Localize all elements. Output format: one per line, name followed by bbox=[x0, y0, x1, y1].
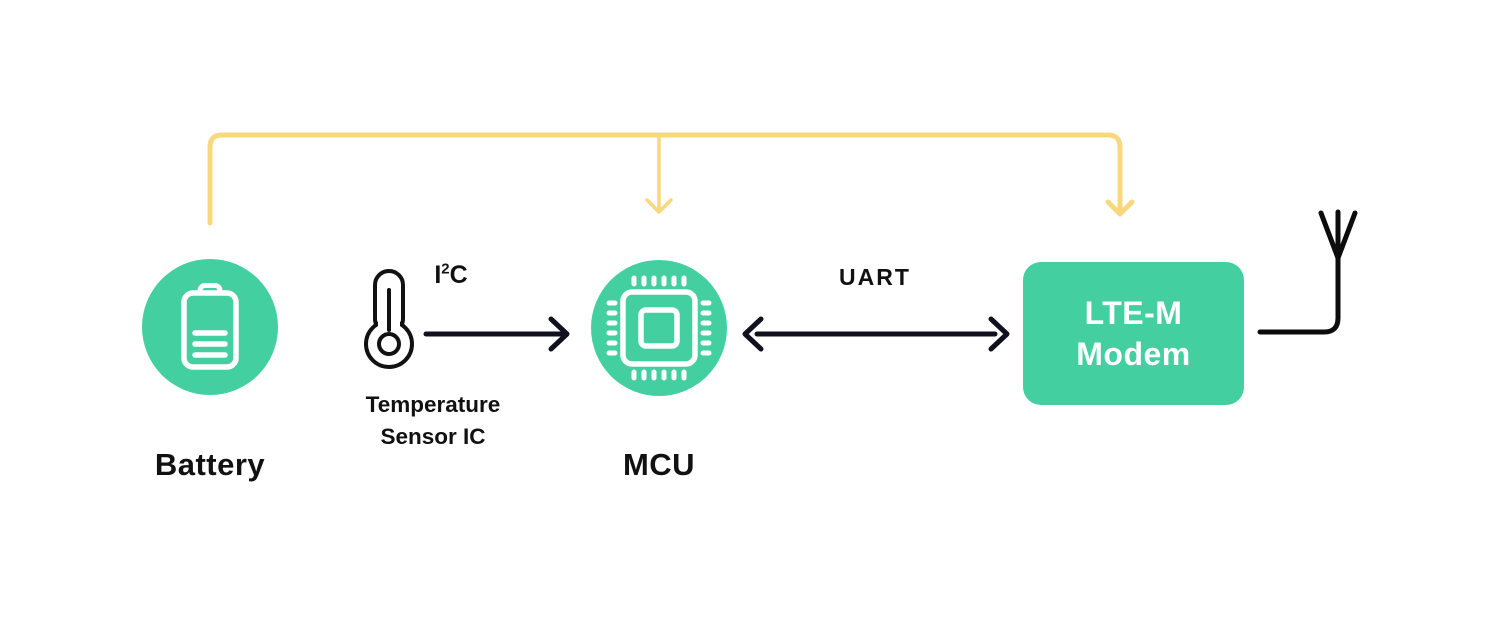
battery-label: Battery bbox=[154, 447, 266, 482]
battery-body bbox=[181, 290, 239, 370]
modem-label-line2: Modem bbox=[1076, 335, 1191, 372]
modem-label-line1: LTE-M bbox=[1084, 294, 1183, 331]
chip-inner-die bbox=[638, 307, 680, 349]
power-line bbox=[207, 132, 1135, 226]
power-arrowhead-mcu bbox=[645, 198, 673, 214]
i2c-arrowhead bbox=[548, 316, 570, 352]
temperature-sensor-label-line2: Sensor IC bbox=[380, 424, 486, 449]
power-line-trunk bbox=[207, 132, 1123, 226]
thermometer-bulb-inner bbox=[377, 332, 401, 356]
temperature-sensor-label-line1: Temperature bbox=[365, 392, 501, 417]
uart-label: UART bbox=[839, 264, 911, 290]
i2c-label-base: I bbox=[434, 261, 442, 289]
uart-arrowhead-right bbox=[988, 316, 1010, 352]
mcu-label: MCU bbox=[622, 447, 696, 482]
i2c-label-end: C bbox=[449, 261, 468, 289]
chip-pins bbox=[606, 275, 712, 381]
battery-charge-bars bbox=[192, 330, 228, 358]
mcu-node bbox=[591, 260, 727, 396]
i2c-arrow bbox=[423, 316, 570, 352]
uart-arrowhead-left bbox=[742, 316, 764, 352]
battery-node bbox=[142, 259, 278, 395]
i2c-label-sup: 2 bbox=[441, 260, 450, 278]
modem-node: LTE-M Modem bbox=[1023, 262, 1244, 405]
temperature-sensor-label: Temperature Sensor IC bbox=[308, 389, 558, 453]
chip-outer-body bbox=[620, 289, 698, 367]
uart-arrow bbox=[742, 316, 1010, 352]
chip-icon bbox=[606, 275, 712, 381]
i2c-label: I2C bbox=[391, 261, 511, 290]
antenna-feed-line bbox=[1257, 255, 1341, 335]
thermometer-icon bbox=[364, 269, 414, 369]
antenna-prong-right bbox=[1335, 210, 1358, 261]
power-arrowhead-modem bbox=[1105, 199, 1135, 217]
battery-icon bbox=[181, 283, 239, 370]
antenna-icon bbox=[1257, 209, 1358, 335]
temperature-sensor-node bbox=[354, 268, 424, 373]
antenna-prong-left bbox=[1318, 210, 1341, 261]
